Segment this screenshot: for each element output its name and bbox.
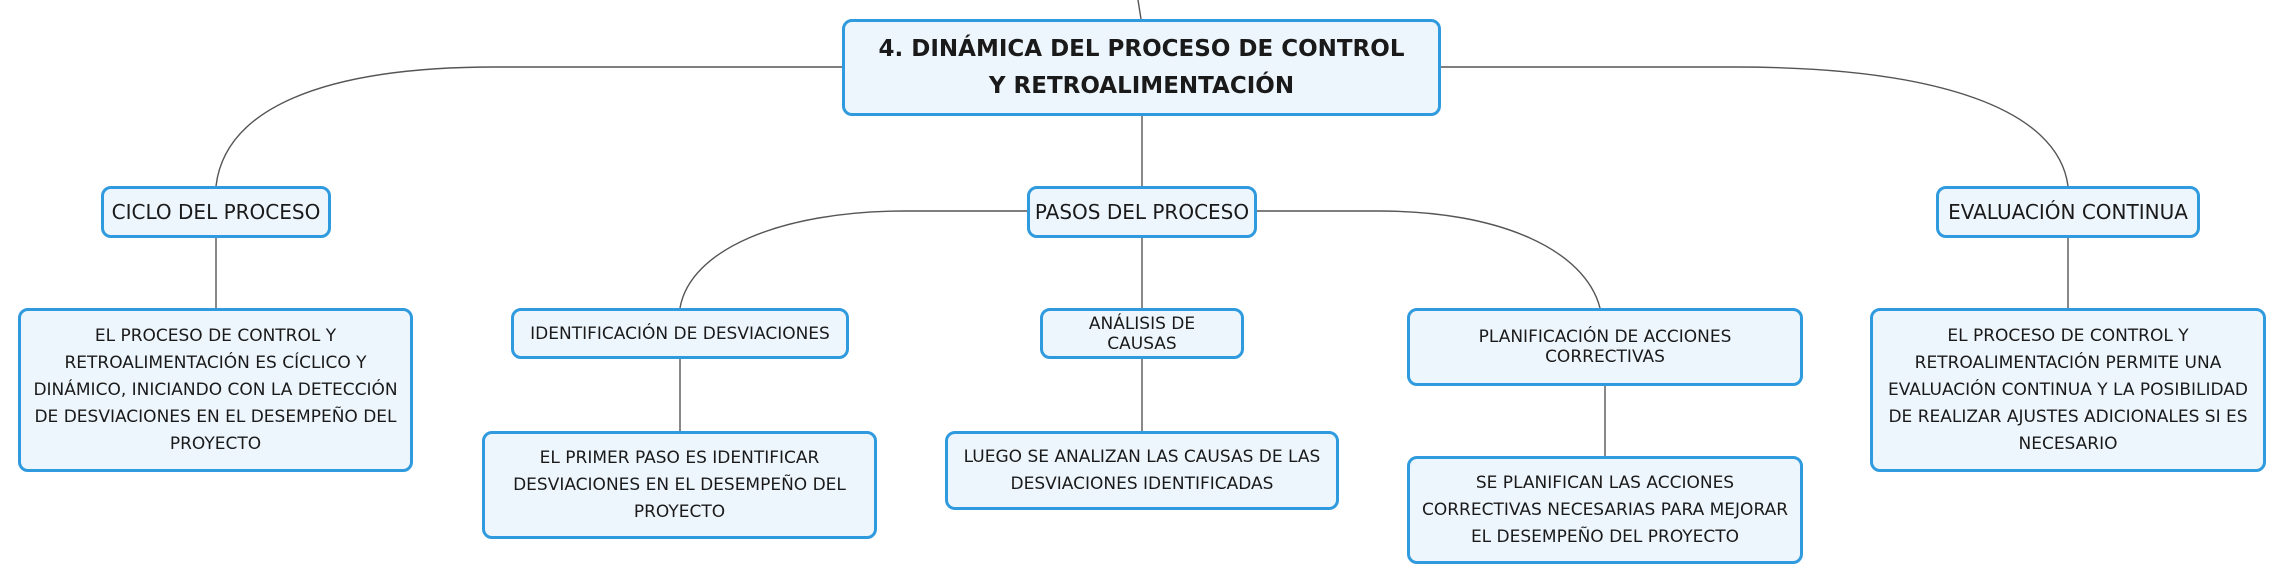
topic-pasos-del-proceso[interactable]: PASOS DEL PROCESO [1027, 186, 1257, 238]
detail-text: LUEGO SE ANALIZAN LAS CAUSAS DE LAS DESV… [963, 446, 1321, 494]
detail-evaluacion-continua[interactable]: EL PROCESO DE CONTROL Y RETROALIMENTACIÓ… [1870, 308, 2266, 472]
topic-label: PASOS DEL PROCESO [1034, 200, 1250, 224]
connector-root-evaluacion [1441, 66, 2069, 187]
connector-pasos-identificacion [679, 210, 1027, 309]
detail-text: EL PRIMER PASO ES IDENTIFICAR DESVIACION… [513, 447, 846, 522]
connector-top-stub [1137, 0, 1142, 20]
detail-identificacion-de-desviaciones[interactable]: EL PRIMER PASO ES IDENTIFICAR DESVIACION… [482, 431, 877, 539]
detail-text: EL PROCESO DE CONTROL Y RETROALIMENTACIÓ… [33, 325, 398, 454]
step-label: ANÁLISIS DE CAUSAS [1088, 313, 1196, 354]
detail-text: EL PROCESO DE CONTROL Y RETROALIMENTACIÓ… [1887, 325, 2249, 454]
connector-pasos-planificacion [1257, 210, 1601, 309]
step-label: PLANIFICACIÓN DE ACCIONES CORRECTIVAS [1478, 327, 1732, 367]
step-analisis-de-causas[interactable]: ANÁLISIS DE CAUSAS [1040, 308, 1244, 359]
step-identificacion-de-desviaciones[interactable]: IDENTIFICACIÓN DE DESVIACIONES [511, 308, 849, 359]
detail-planificacion-de-acciones-correctivas[interactable]: SE PLANIFICAN LAS ACCIONES CORRECTIVAS N… [1407, 456, 1803, 564]
detail-analisis-de-causas[interactable]: LUEGO SE ANALIZAN LAS CAUSAS DE LAS DESV… [945, 431, 1339, 510]
topic-evaluacion-continua[interactable]: EVALUACIÓN CONTINUA [1936, 186, 2200, 238]
connector-root-ciclo [215, 66, 842, 187]
step-label: IDENTIFICACIÓN DE DESVIACIONES [530, 323, 830, 344]
topic-ciclo-del-proceso[interactable]: CICLO DEL PROCESO [101, 186, 331, 238]
topic-label: EVALUACIÓN CONTINUA [1948, 200, 2188, 224]
topic-label: CICLO DEL PROCESO [111, 200, 321, 224]
step-planificacion-de-acciones-correctivas[interactable]: PLANIFICACIÓN DE ACCIONES CORRECTIVAS [1407, 308, 1803, 386]
detail-text: SE PLANIFICAN LAS ACCIONES CORRECTIVAS N… [1421, 472, 1789, 547]
root-topic[interactable]: 4. DINÁMICA DEL PROCESO DE CONTROL Y RET… [842, 19, 1441, 116]
detail-ciclo-del-proceso[interactable]: EL PROCESO DE CONTROL Y RETROALIMENTACIÓ… [18, 308, 413, 472]
root-topic-label: 4. DINÁMICA DEL PROCESO DE CONTROL Y RET… [878, 35, 1405, 99]
